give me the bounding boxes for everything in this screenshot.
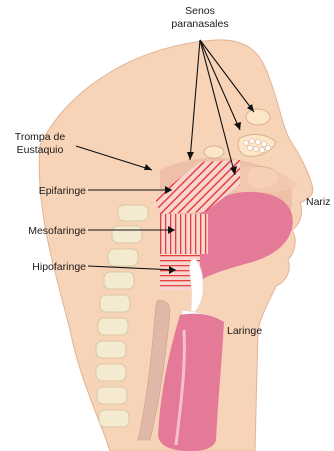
label-trompa-line2: Eustaquio (17, 144, 64, 156)
label-hipofaringe: Hipofaringe (32, 261, 86, 273)
label-mesofaringe: Mesofaringe (28, 225, 86, 237)
mesofaringe-region (160, 214, 208, 254)
label-senos-line2: paranasales (171, 18, 228, 30)
label-epifaringe: Epifaringe (39, 185, 86, 197)
frontal-sinus (246, 109, 270, 125)
sphenoid-sinus (204, 146, 224, 158)
label-trompa-line1: Trompa de (15, 131, 66, 143)
label-nariz: Nariz (306, 196, 331, 208)
label-laringe: Laringe (227, 325, 262, 337)
label-senos-line1: Senos (185, 5, 215, 17)
